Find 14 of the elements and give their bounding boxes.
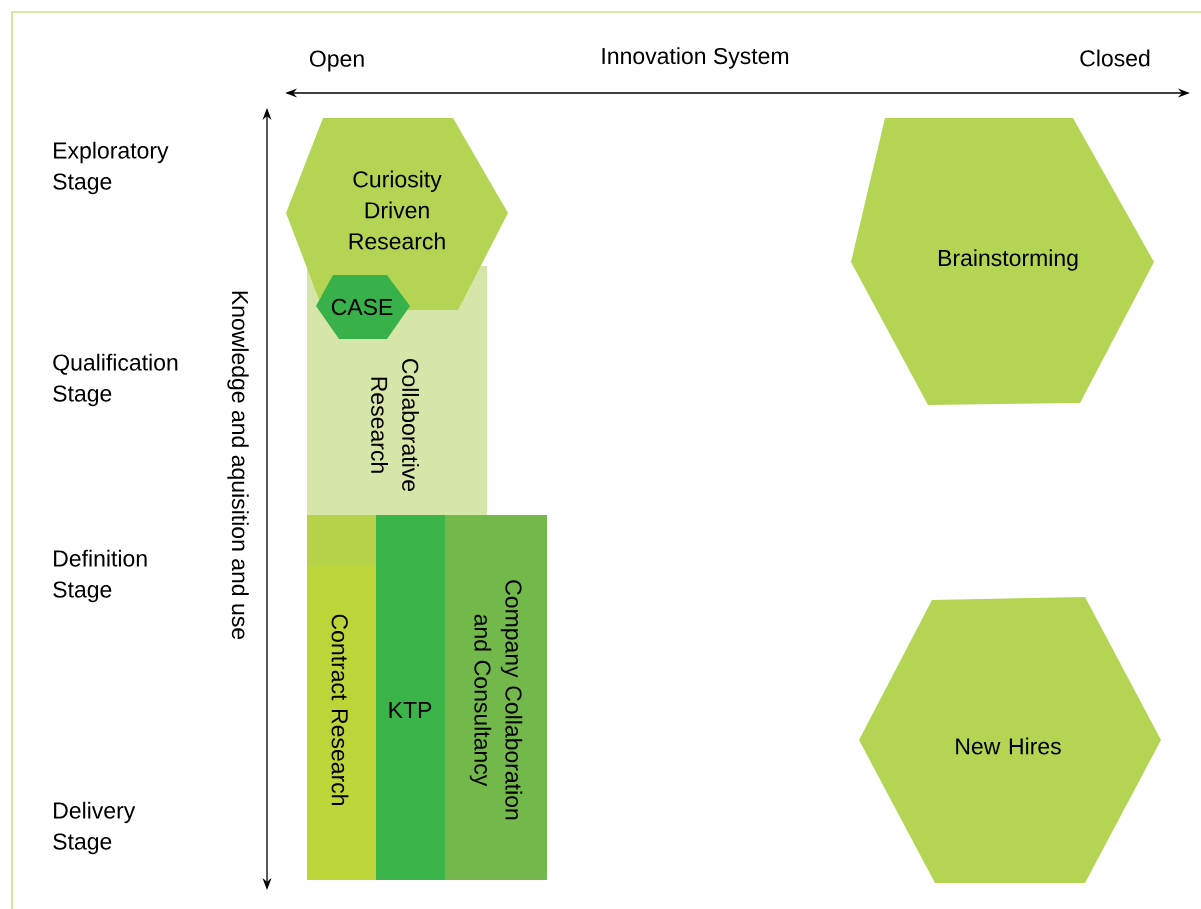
column: Company Collaboration and Consultancy	[445, 515, 547, 880]
stage-label: Definition Stage	[53, 549, 147, 603]
column: KTP	[376, 515, 445, 880]
hexagon: Brainstorming	[851, 118, 1154, 405]
stage-label: Qualification Stage	[53, 353, 178, 407]
column: Contract Research	[307, 515, 376, 880]
axis-label: Open	[309, 50, 364, 72]
stage-label: Delivery Stage	[53, 801, 136, 855]
hexagon: New Hires	[859, 597, 1161, 883]
axis-title: Knowledge and aquisition and use	[227, 291, 249, 640]
hexagon: CASE	[316, 275, 410, 339]
axis-label: Closed	[1080, 49, 1150, 67]
stage-label: Exploratory Stage	[53, 141, 169, 195]
axis-title: Innovation System	[602, 47, 789, 69]
